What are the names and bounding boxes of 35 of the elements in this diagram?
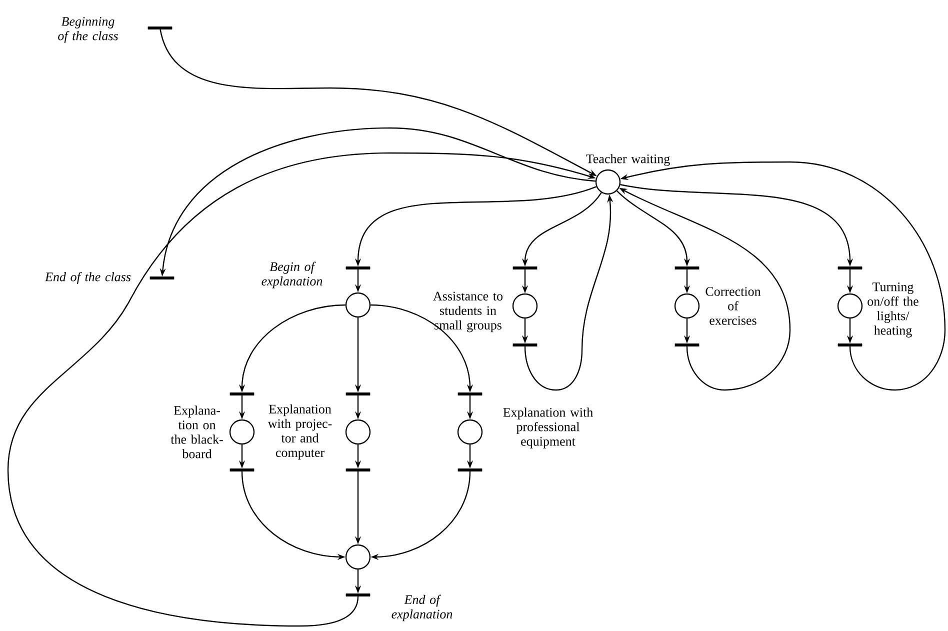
place-label: Correction of exercises xyxy=(706,287,761,325)
transition-bar xyxy=(838,343,862,346)
transition-bar xyxy=(674,343,700,346)
transition-bar xyxy=(458,468,482,472)
place-circle xyxy=(345,419,371,445)
place-circle xyxy=(457,419,483,445)
transition-label: Beginning of the class xyxy=(58,17,118,43)
transition-label: End of explanation xyxy=(392,594,452,622)
transition-bar xyxy=(512,343,538,346)
place-circle xyxy=(345,292,371,318)
transition-bar xyxy=(148,26,172,30)
place-circle xyxy=(229,419,255,445)
place-label: Explanation with professional equipment xyxy=(503,408,593,448)
transition-bar xyxy=(150,276,174,280)
place-circle xyxy=(595,169,621,195)
transition-bar xyxy=(346,468,370,472)
transition-label: Begin of explanation xyxy=(262,262,322,288)
transition-bar xyxy=(346,266,370,270)
transition-bar xyxy=(230,468,254,472)
place-circle xyxy=(674,293,700,319)
transition-label: End of the class xyxy=(44,272,131,284)
place-circle xyxy=(512,293,538,319)
transition-bar xyxy=(838,266,862,270)
place-label: Explana- tion on the black- board xyxy=(170,406,223,458)
place-label: Teacher waiting xyxy=(586,154,670,166)
place-label: Turning on/off the lights/ heating xyxy=(868,282,918,338)
transition-bar xyxy=(674,266,700,270)
place-label: Explanation with projec- tor and computer xyxy=(268,404,332,460)
transition-bar xyxy=(458,392,482,396)
transition-bar xyxy=(230,392,254,396)
place-circle xyxy=(345,544,371,570)
transition-bar xyxy=(346,392,370,396)
transition-bar xyxy=(512,266,538,270)
place-circle xyxy=(837,293,863,319)
transition-bar xyxy=(346,593,370,596)
